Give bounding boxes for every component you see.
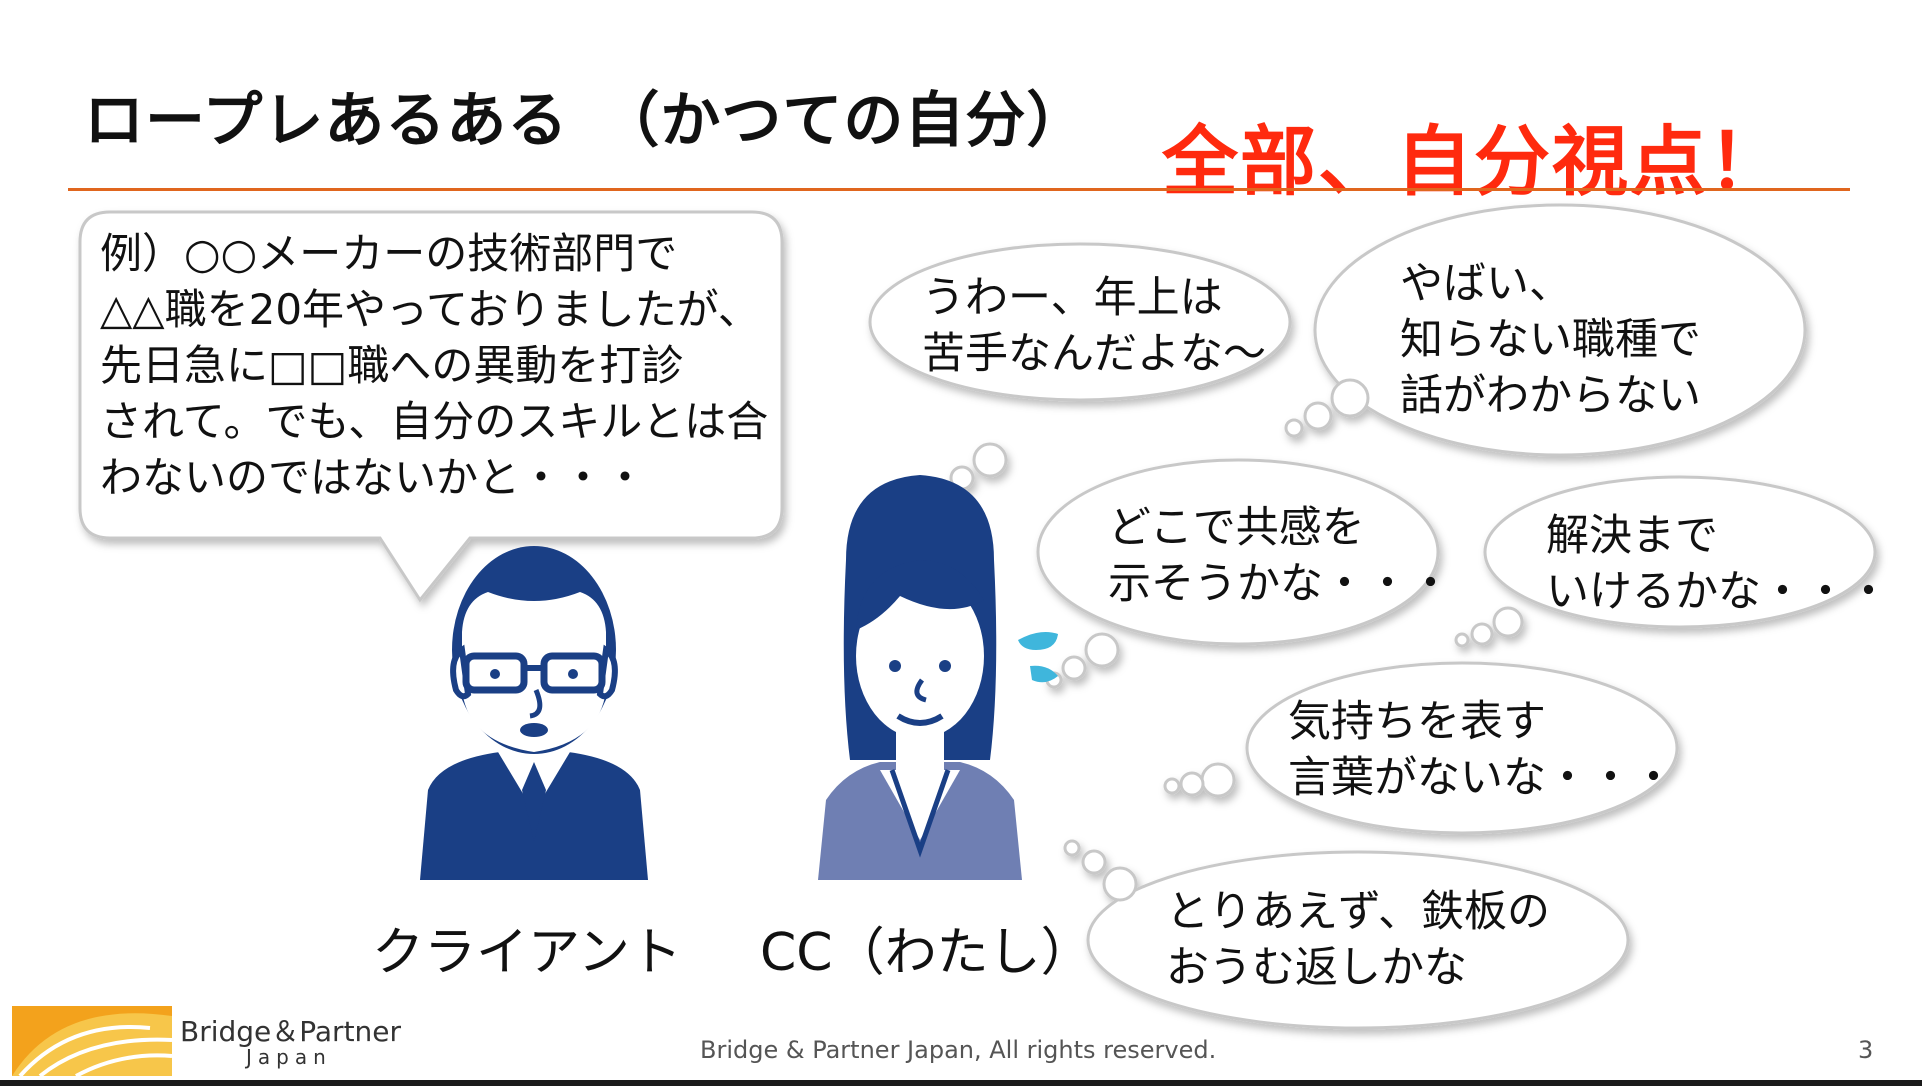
speech-line: 例）○○メーカーの技術部門で (100, 229, 678, 278)
cc-figure (818, 475, 1022, 880)
thought-line: とりあえず、鉄板の (1166, 887, 1550, 937)
thought-line: 気持ちを表す (1288, 697, 1546, 747)
logo-sub: Japan (246, 1045, 332, 1069)
thought-cloud-4 (1454, 475, 1877, 648)
thought-line: やばい、 (1400, 259, 1572, 309)
speech-bubble (78, 210, 784, 603)
thought-text-1: うわー、年上は 苦手なんだよな～ (922, 270, 1266, 382)
logo-name: Bridge＆Partner (180, 1015, 402, 1048)
sweat-icon (1018, 632, 1058, 683)
logo-mark (12, 1006, 173, 1078)
thought-text-4: 解決まで いけるかな・・・ (1546, 508, 1890, 620)
thought-line: 解決まで (1546, 511, 1718, 561)
thought-text-2: やばい、 知らない職種で 話がわからない (1400, 256, 1701, 424)
thought-text-3: どこで共感を 示そうかな・・・ (1108, 500, 1452, 612)
thought-line: いけるかな・・・ (1546, 567, 1890, 617)
emphasis-text: 全部、自分視点！ (1162, 117, 1786, 206)
cc-label: CC（わたし） (760, 923, 1093, 983)
client-figure (420, 546, 648, 880)
thought-text-6: とりあえず、鉄板の おうむ返しかな (1166, 884, 1550, 996)
speech-line: わないのではないかと・・・ (100, 453, 647, 502)
slide-title: ロープレあるある （かつての自分） (84, 86, 1088, 156)
copyright-footer: Bridge & Partner Japan, All rights reser… (700, 1036, 1217, 1064)
thought-line: 苦手なんだよな～ (922, 329, 1266, 379)
speech-line: 先日急に□□職への異動を打診 (100, 341, 684, 390)
thought-line: 話がわからない (1400, 371, 1701, 421)
thought-line: どこで共感を (1108, 503, 1365, 553)
thought-line: おうむ返しかな (1166, 943, 1467, 993)
thought-line: 知らない職種で (1400, 315, 1701, 365)
bottom-border (0, 1080, 1922, 1086)
thought-line: うわー、年上は (922, 273, 1223, 323)
client-label: クライアント (372, 923, 682, 983)
thought-cloud-3 (1036, 458, 1440, 689)
page-number: 3 (1858, 1036, 1874, 1064)
thought-text-5: 気持ちを表す 言葉がないな・・・ (1288, 694, 1675, 806)
speech-line: △△職を20年やっておりましたが、 (100, 285, 760, 334)
thought-cloud-6 (1063, 839, 1630, 1030)
speech-bubble-text: 例）○○メーカーの技術部門で △△職を20年やっておりましたが、 先日急に□□職… (100, 226, 780, 506)
thought-cloud-2 (1284, 203, 1807, 457)
title-rule (68, 188, 1850, 191)
thought-line: 示そうかな・・・ (1108, 559, 1452, 609)
thought-cloud-5 (1163, 661, 1679, 835)
speech-line: されて。でも、自分のスキルとは合 (100, 397, 769, 446)
thought-line: 言葉がないな・・・ (1288, 753, 1675, 803)
